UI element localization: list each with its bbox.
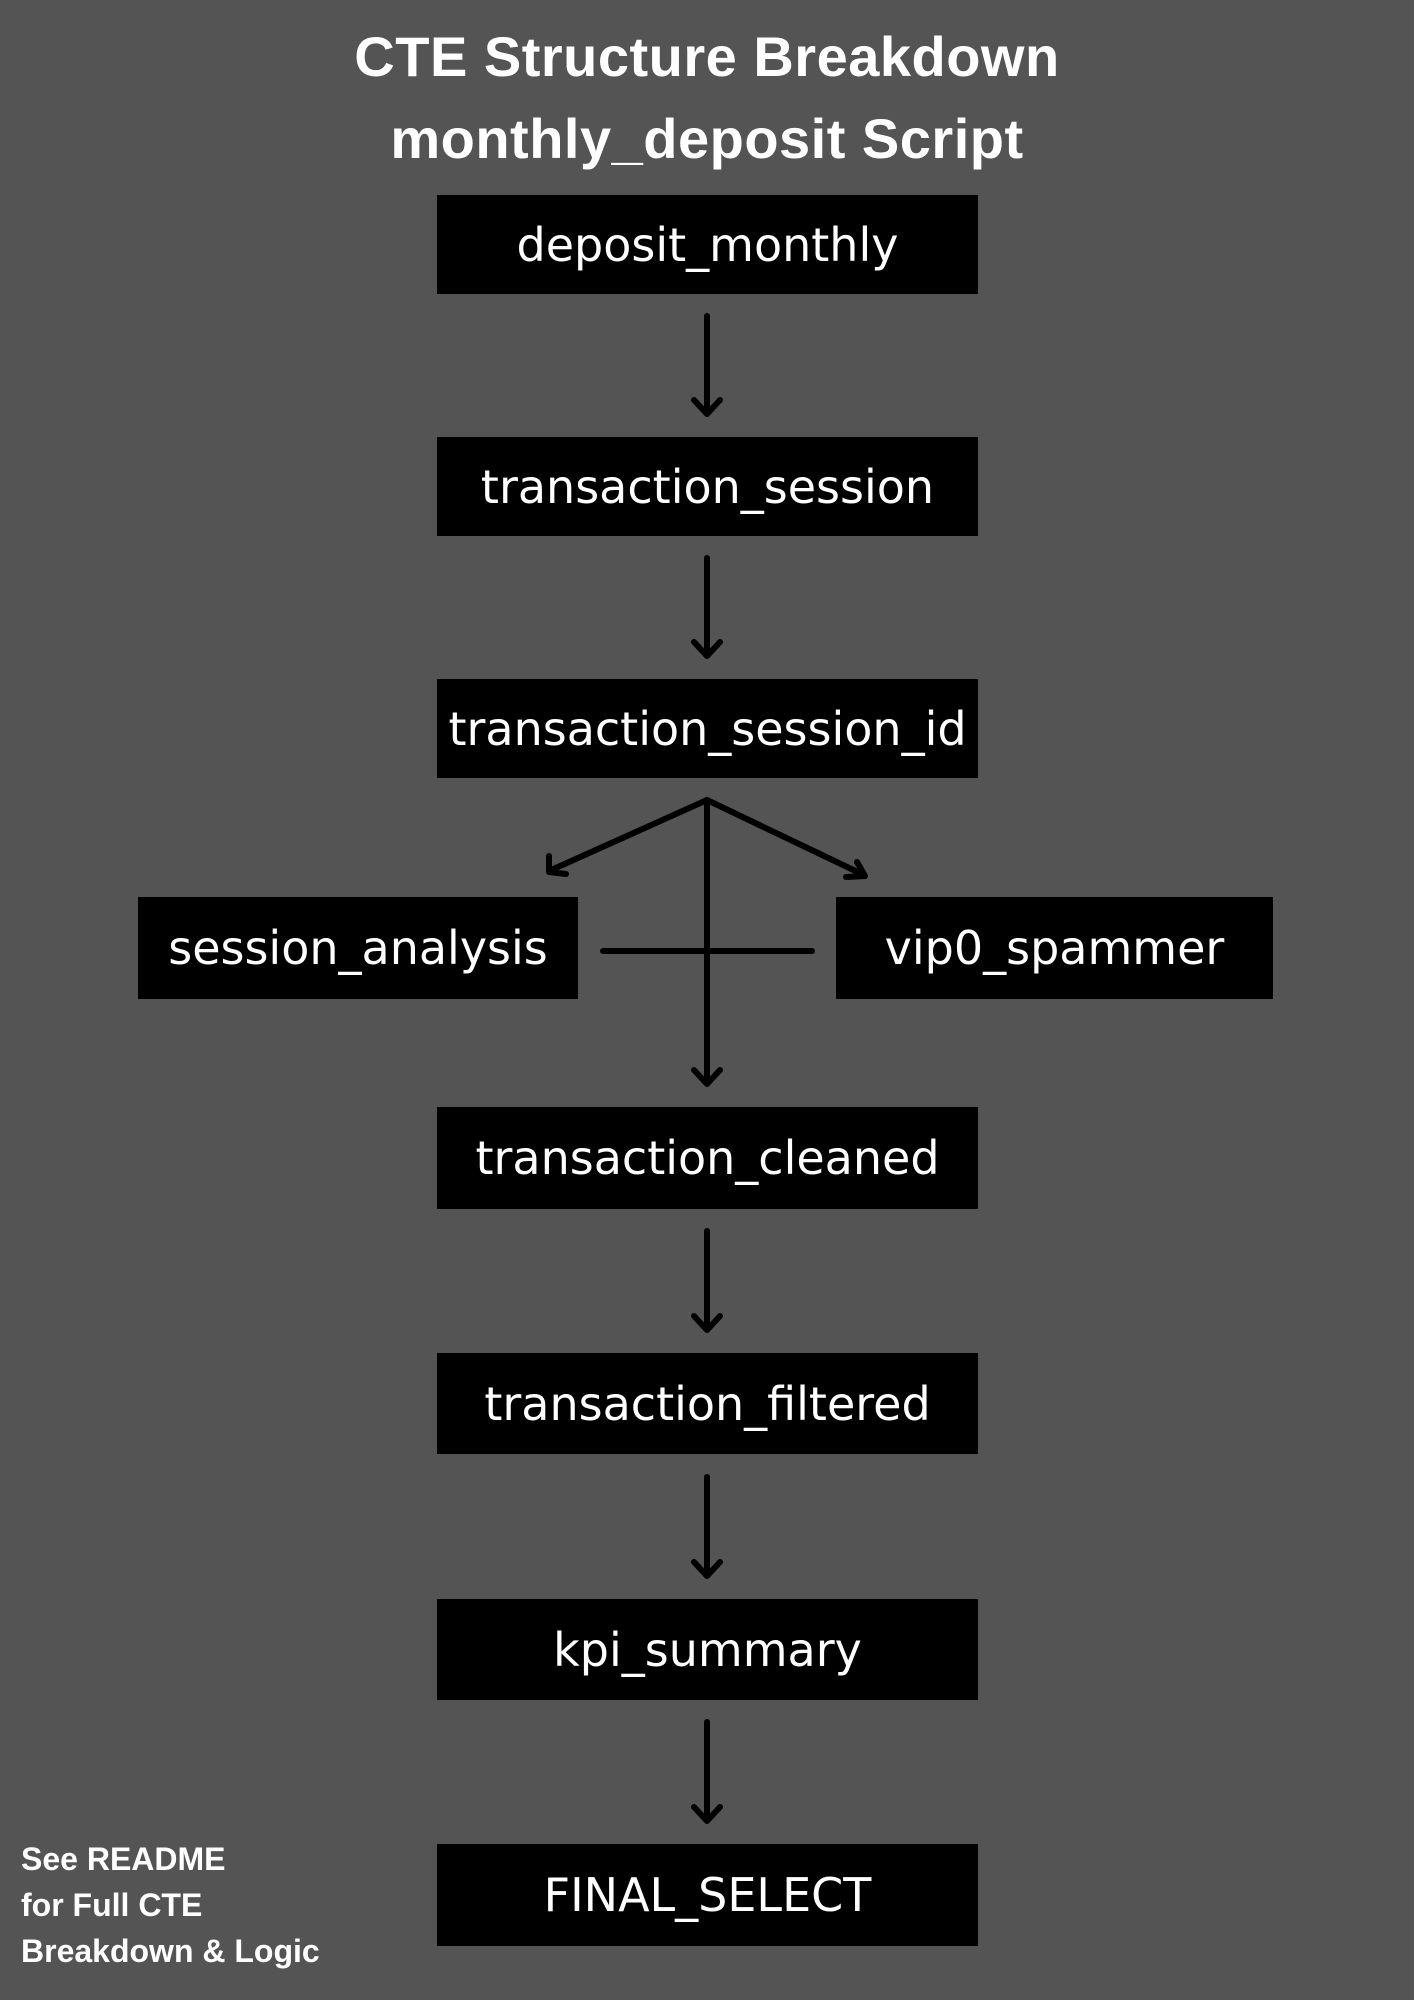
node-transaction-session-id: transaction_session_id [437,679,978,778]
arrow-session-id-to-vip0-spammer [704,797,868,880]
arrow-session-id-to-cleaned [691,797,723,1087]
readme-note-line-3: Breakdown & Logic [21,1933,320,1969]
arrow-session-id-to-session-analysis [546,797,710,877]
node-deposit-monthly: deposit_monthly [437,195,978,294]
node-transaction-cleaned: transaction_cleaned [437,1107,978,1209]
node-kpi-summary: kpi_summary [437,1599,978,1700]
readme-note-line-2: for Full CTE [21,1887,203,1923]
arrow-deposit-to-session [691,313,723,417]
readme-note: See README for Full CTE Breakdown & Logi… [21,1836,381,1974]
node-session-analysis: session_analysis [138,897,578,999]
arrow-filtered-to-kpi [691,1474,723,1579]
node-transaction-session: transaction_session [437,437,978,536]
arrow-cleaned-to-filtered [691,1228,723,1333]
arrow-kpi-to-final-select [691,1719,723,1824]
node-transaction-filtered: transaction_filtered [437,1353,978,1454]
diagram-title-line-1: CTE Structure Breakdown [354,25,1060,88]
node-vip0-spammer: vip0_spammer [836,897,1273,999]
node-final-select: FINAL_SELECT [437,1844,978,1946]
arrow-session-to-session-id [691,555,723,659]
diagram-title-line-2: monthly_deposit Script [390,107,1024,170]
readme-note-line-1: See README [21,1841,226,1877]
